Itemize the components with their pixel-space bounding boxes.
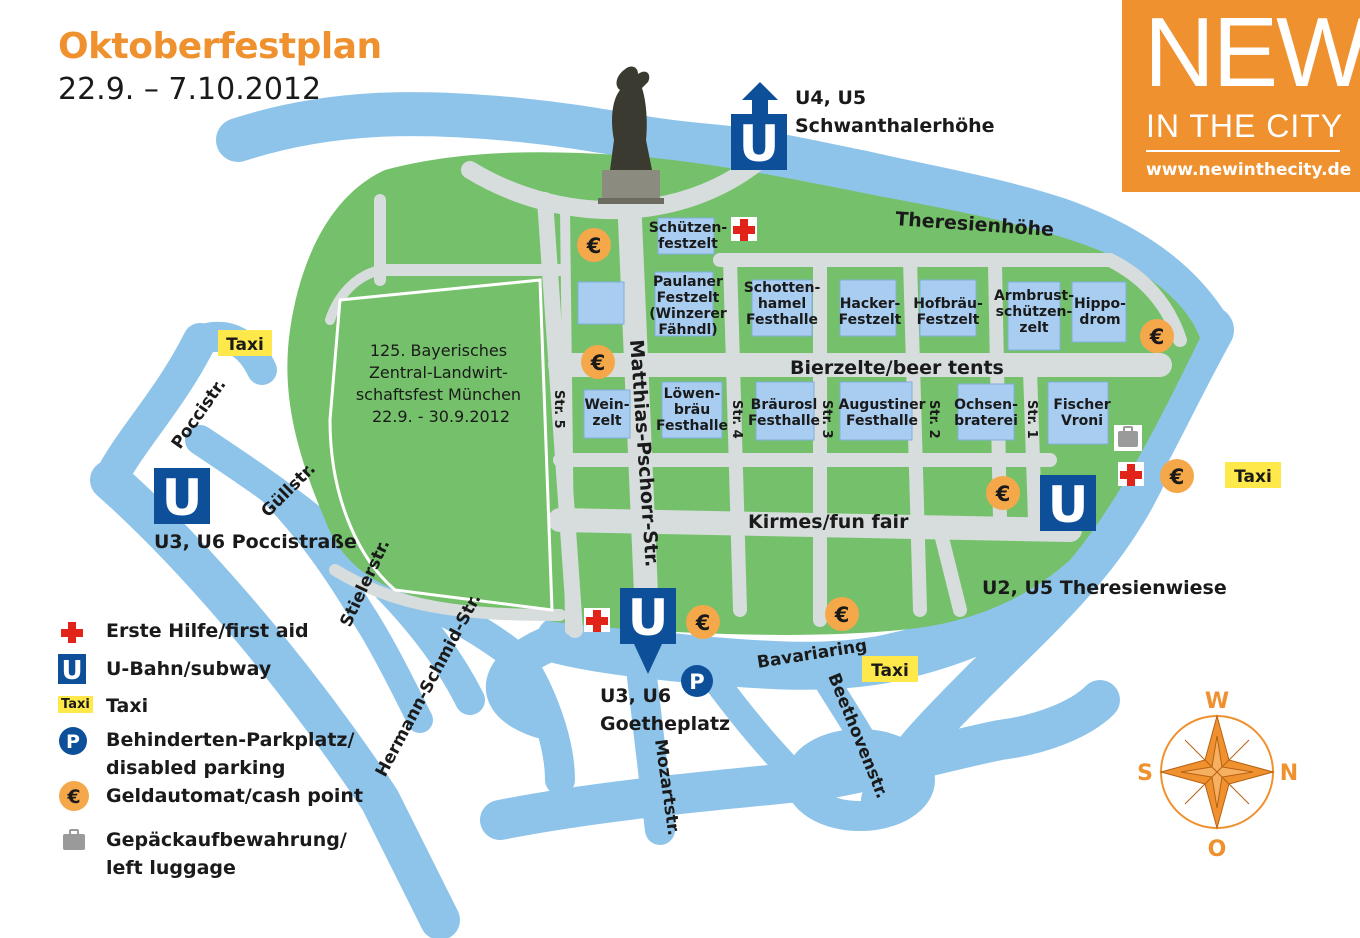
svg-text:Taxi: Taxi [871, 661, 909, 681]
svg-text:U: U [739, 115, 780, 173]
street-str5: Str. 5 [551, 390, 566, 429]
cash-icon: € [59, 781, 89, 811]
street-theresienhoehe: Theresienhöhe [895, 208, 1055, 241]
street-poccistr: Poccistr. [168, 375, 231, 453]
street-beethovenstr: Beethovenstr. [823, 670, 891, 801]
cash-labels: € € € € € € € [586, 234, 1185, 635]
station-poccistrasse: U3, U6 Poccistraße [154, 531, 357, 553]
map-dates: 22.9. – 7.10.2012 [58, 72, 322, 107]
cash-icon: € [1149, 325, 1165, 349]
subway-poccistrasse[interactable]: U [154, 468, 210, 527]
street-str2: Str. 2 [926, 400, 941, 439]
street-kirmes: Kirmes/fun fair [748, 511, 909, 533]
street-str1: Str. 1 [1024, 400, 1039, 439]
svg-text:Taxi: Taxi [226, 335, 264, 355]
bavaria-statue-icon [598, 66, 664, 204]
station-theresienwiese: U2, U5 Theresienwiese [982, 577, 1227, 599]
map-title: Oktoberfestplan [58, 26, 382, 67]
svg-text:U: U [1048, 476, 1089, 534]
brand-url[interactable]: www.newinthecity.de [1146, 160, 1352, 180]
svg-text:P: P [689, 670, 704, 694]
taxi-markers: Taxi Taxi Taxi [218, 330, 1281, 682]
tents-bottom [583, 381, 1109, 445]
cash-icon: € [586, 234, 602, 258]
cash-icon: € [590, 351, 606, 375]
brand-logo[interactable]: NEW IN THE CITY www.newinthecity.de [1122, 0, 1360, 192]
cash-icon: € [834, 603, 850, 627]
tent-hippodrom: Hippo-drom [1074, 296, 1126, 328]
street-guellstr: Güllstr. [257, 459, 319, 521]
subway-icon: U [58, 654, 86, 684]
street-matthias-pschorr: Matthias-Pschorr-Str. [625, 339, 663, 568]
parking-icon: P [59, 727, 87, 755]
tent-schuetzen: Schützen-festzelt [649, 220, 728, 252]
subway-schwanthaler[interactable]: U [731, 82, 787, 173]
street-mozartstr: Mozartstr. [650, 738, 683, 837]
cash-points [577, 228, 1194, 639]
parking-icon[interactable]: P [681, 665, 713, 697]
tent-hofbraeu: Hofbräu-Festzelt [913, 296, 983, 328]
svg-text:U: U [628, 589, 669, 647]
tent-armbrust: Armbrust-schützen-zelt [994, 288, 1074, 336]
brand-new: NEW [1144, 0, 1360, 107]
street-bierzelte: Bierzelte/beer tents [790, 357, 1004, 379]
taxi-icon: Taxi [58, 696, 93, 713]
tent-weinzelt: Wein-zelt [584, 397, 629, 429]
svg-text:U: U [162, 469, 203, 527]
subway-goetheplatz[interactable]: U [620, 588, 676, 674]
cash-icon: € [1169, 465, 1185, 489]
landwirt-field [328, 278, 554, 612]
svg-text:O: O [1208, 837, 1227, 862]
cash-icon: € [695, 611, 711, 635]
svg-text:Taxi: Taxi [1234, 467, 1272, 487]
street-str4: Str. 4 [729, 400, 744, 439]
tent-hacker: Hacker-Festzelt [839, 296, 902, 328]
svg-text:W: W [1205, 689, 1229, 714]
luggage-icon [58, 826, 90, 854]
svg-text:N: N [1280, 761, 1298, 786]
brand-in-the-city: IN THE CITY [1146, 108, 1344, 144]
luggage-marker-icon [1114, 425, 1142, 451]
cash-icon: € [995, 482, 1011, 506]
first-aid-icon [58, 619, 86, 643]
tents-top [577, 217, 1127, 351]
brand-divider [1146, 150, 1340, 152]
svg-text:€: € [66, 786, 80, 808]
landwirt-label: 125. Bayerisches Zentral-Landwirt- schaf… [356, 341, 526, 426]
compass-icon: W S N O [1137, 689, 1298, 862]
street-bavariaring: Bavariaring [756, 636, 869, 673]
footpaths [325, 151, 1187, 652]
tent-ochsenbraterei: Ochsen-braterei [954, 397, 1018, 429]
street-str3: Str. 3 [819, 400, 834, 439]
street-hermann-schmid: Hermann-Schmid-Str. [372, 590, 486, 780]
first-aid-markers [584, 217, 1144, 632]
svg-text:P: P [66, 731, 80, 753]
subway-theresienwiese[interactable]: U [1040, 475, 1096, 534]
svg-text:S: S [1137, 761, 1153, 786]
svg-text:U: U [61, 656, 82, 684]
